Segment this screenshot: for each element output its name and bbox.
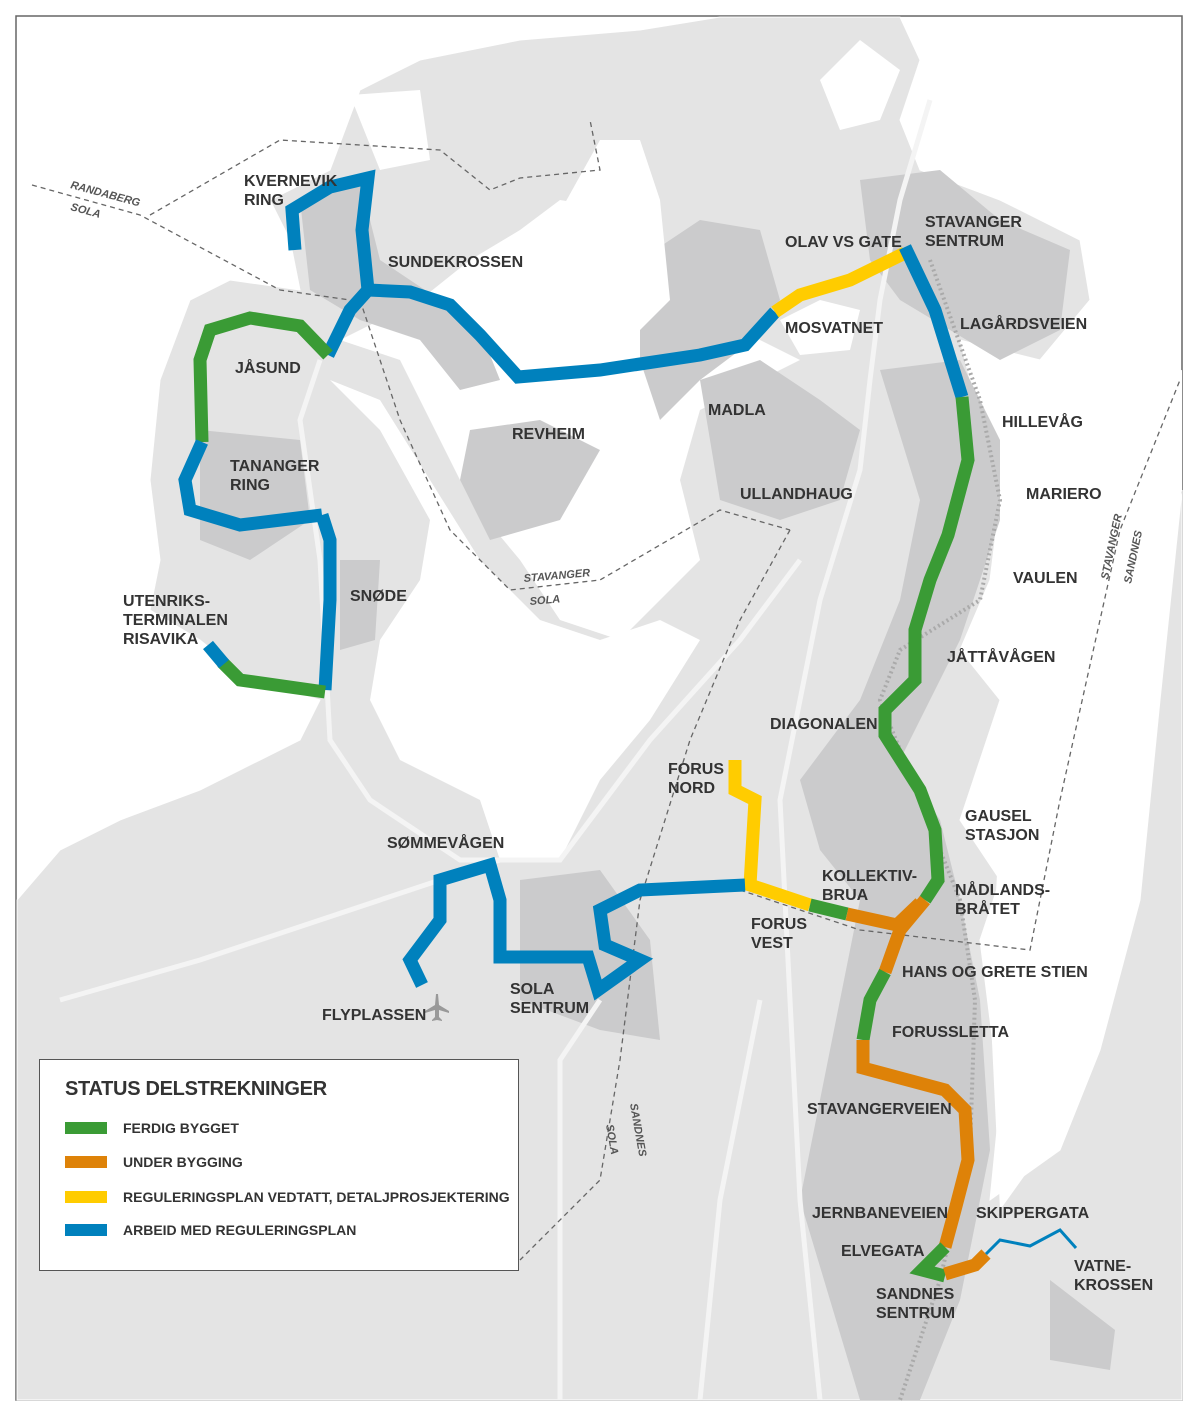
- label-revheim: REVHEIM: [512, 426, 585, 443]
- route-stavanger-sentrum-hillevag: [899, 244, 969, 399]
- legend-label: FERDIG BYGGET: [123, 1120, 239, 1136]
- label-kollektivbrua: KOLLEKTIV-BRUA: [822, 868, 917, 904]
- route-risavika: [203, 640, 229, 669]
- label-hans-og-grete-stien: HANS OG GRETE STIEN: [902, 964, 1088, 981]
- route-vatnekrossen: [984, 1228, 1078, 1256]
- label-nadlandsbratet: NÅDLANDS-BRÅTET: [955, 880, 1050, 918]
- route-forus-nord: [728, 760, 813, 912]
- route-snode-risavika: [217, 657, 326, 699]
- label-hillevag: HILLEVÅG: [1002, 412, 1083, 431]
- route-elvegata: [909, 1242, 950, 1283]
- label-jasund: JÅSUND: [235, 358, 301, 377]
- route-hillevag-gausel: [878, 396, 975, 904]
- route-kollektivbrua-east: [845, 898, 925, 933]
- label-elvegata: ELVEGATA: [841, 1243, 925, 1260]
- municipal-borders: [31, 119, 1181, 1261]
- route-stavangerveien: [856, 1040, 975, 1249]
- label-lagardsveien: LAGÅRDSVEIEN: [960, 314, 1087, 333]
- route-tananger-ring: [178, 439, 323, 532]
- legend-swatch: [65, 1156, 107, 1168]
- airplane-icon: [425, 994, 449, 1021]
- label-vaulen: VAULEN: [1013, 570, 1078, 587]
- label-vatnekrossen: VATNE-KROSSEN: [1074, 1258, 1153, 1294]
- legend-swatch: [65, 1191, 107, 1203]
- legend-label: REGULERINGSPLAN VEDTATT, DETALJPROSJEKTE…: [123, 1189, 510, 1205]
- route-jasund: [193, 311, 333, 443]
- route-snode: [315, 513, 337, 691]
- label-sommevagen: SØMMEVÅGEN: [387, 833, 504, 852]
- routes: [178, 169, 1078, 1283]
- route-mosvatnet-olav-vs-gate: [771, 247, 908, 318]
- legend-swatch: [65, 1224, 107, 1236]
- label-sundekrossen: SUNDEKROSSEN: [388, 254, 523, 271]
- legend-item-ferdig-bygget: FERDIG BYGGET: [65, 1120, 239, 1136]
- route-sundekrossen-mosvatnet: [367, 283, 780, 384]
- urban-areas: [200, 170, 1115, 1400]
- legend-swatch: [65, 1122, 107, 1134]
- legend-item-reguleringsplan-vedtatt: REGULERINGSPLAN VEDTATT, DETALJPROSJEKTE…: [65, 1189, 510, 1205]
- label-jattavagen: JÅTTÅVÅGEN: [947, 647, 1055, 666]
- water-bodies: [90, 40, 1182, 1210]
- label-jernbaneveien: JERNBANEVEIEN: [812, 1205, 948, 1222]
- border-label-sola-2: SOLA: [529, 593, 561, 608]
- label-snode: SNØDE: [350, 588, 407, 605]
- label-mosvatnet: MOSVATNET: [785, 320, 883, 337]
- border-label-sola-3: SOLA: [603, 1123, 620, 1155]
- label-ullandhaug: ULLANDHAUG: [740, 486, 853, 503]
- route-kvernevik-sundekrossen: [285, 169, 376, 291]
- label-madla: MADLA: [708, 402, 766, 419]
- label-flyplassen: FLYPLASSEN: [322, 1007, 426, 1024]
- label-stavangerveien: STAVANGERVEIEN: [807, 1101, 952, 1118]
- legend-item-under-bygging: UNDER BYGGING: [65, 1154, 243, 1170]
- route-kollektivbrua: [808, 898, 849, 921]
- label-forussletta: FORUSSLETTA: [892, 1024, 1009, 1041]
- label-olav-vs-gate: OLAV VS GATE: [785, 234, 902, 251]
- route-skippergata: [943, 1249, 991, 1281]
- route-forus-vest-sola: [402, 856, 746, 1001]
- border-label-stavanger-1: STAVANGER: [523, 567, 590, 585]
- route-sundekrossen-jasund: [322, 285, 373, 358]
- route-forussletta: [856, 968, 891, 1042]
- legend-label: UNDER BYGGING: [123, 1154, 243, 1170]
- roads: [59, 99, 933, 1401]
- label-mariero: MARIERO: [1026, 486, 1102, 503]
- legend-title: STATUS DELSTREKNINGER: [65, 1078, 327, 1100]
- label-skippergata: SKIPPERGATA: [976, 1205, 1090, 1222]
- legend-item-arbeid-med-reguleringsplan: ARBEID MED REGULERINGSPLAN: [65, 1222, 356, 1238]
- legend: STATUS DELSTREKNINGER FERDIG BYGGET UNDE…: [39, 1059, 519, 1271]
- legend-label: ARBEID MED REGULERINGSPLAN: [123, 1222, 357, 1238]
- label-diagonalen: DIAGONALEN: [770, 716, 878, 733]
